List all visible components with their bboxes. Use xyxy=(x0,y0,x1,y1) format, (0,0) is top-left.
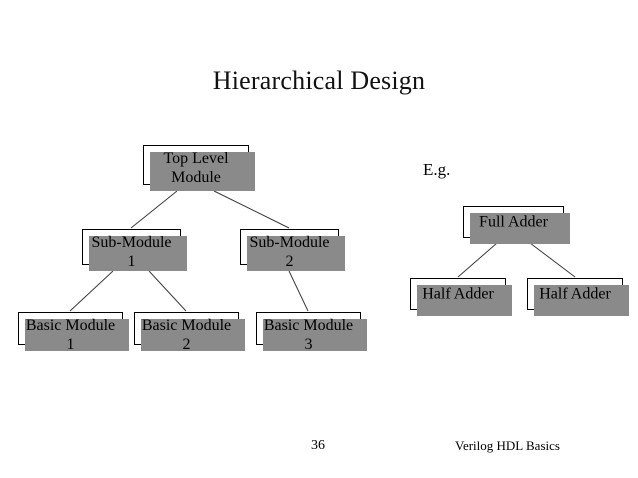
box-shadow xyxy=(417,285,512,316)
box-shadow xyxy=(534,285,629,316)
node-label-line2: Module xyxy=(171,169,221,186)
node-label: Half Adder xyxy=(422,285,494,303)
node-label-line1: Basic Module xyxy=(141,317,232,334)
node-label-line2: 2 xyxy=(182,336,191,353)
node-label-line1: Top Level xyxy=(163,150,229,167)
node-label-line2: 1 xyxy=(127,253,136,270)
node-label-line1: Basic Module xyxy=(25,317,116,334)
example-label: E.g. xyxy=(423,160,451,179)
node-half-adder-left[interactable]: Half Adder xyxy=(410,278,512,316)
node-label: Half Adder xyxy=(539,285,611,303)
connector-fulladder-to-halfadder-right xyxy=(529,242,576,278)
page-title: Hierarchical Design xyxy=(212,66,426,95)
node-basic-module-1[interactable]: Basic Module 1 xyxy=(18,312,129,353)
box-shadow xyxy=(141,319,245,351)
node-label-line2: 3 xyxy=(304,336,313,353)
node-label-line2: 2 xyxy=(285,253,294,270)
node-sub-module-2[interactable]: Sub-Module 2 xyxy=(240,229,345,271)
node-top-level-module[interactable]: Top Level Module xyxy=(143,145,255,191)
footer-page-number: 36 xyxy=(311,438,325,453)
connector-sub1-to-basic1 xyxy=(69,270,114,312)
node-half-adder-right[interactable]: Half Adder xyxy=(527,278,629,316)
node-sub-module-1[interactable]: Sub-Module 1 xyxy=(82,229,187,271)
connector-sub2-to-basic3 xyxy=(288,270,309,312)
node-label-line1: Basic Module xyxy=(263,317,354,334)
box-shadow xyxy=(470,213,570,244)
node-basic-module-3[interactable]: Basic Module 3 xyxy=(256,312,367,353)
box-shadow xyxy=(263,319,367,351)
node-label-line1: Sub-Module xyxy=(91,234,172,251)
footer-note: Verilog HDL Basics xyxy=(455,438,560,453)
node-basic-module-2[interactable]: Basic Module 2 xyxy=(134,312,245,353)
box-shadow xyxy=(89,236,187,271)
box-shadow xyxy=(247,236,345,271)
connector-top-to-sub2 xyxy=(213,190,290,229)
connector-sub1-to-basic2 xyxy=(148,270,187,312)
connector-fulladder-to-halfadder-left xyxy=(457,242,498,278)
box-shadow xyxy=(25,319,129,351)
connector-top-to-sub1 xyxy=(130,190,178,229)
box-shadow xyxy=(150,152,255,191)
node-label: Full Adder xyxy=(479,213,548,231)
node-label-line2: 1 xyxy=(66,336,75,353)
node-full-adder[interactable]: Full Adder xyxy=(463,206,570,244)
node-label-line1: Sub-Module xyxy=(249,234,330,251)
